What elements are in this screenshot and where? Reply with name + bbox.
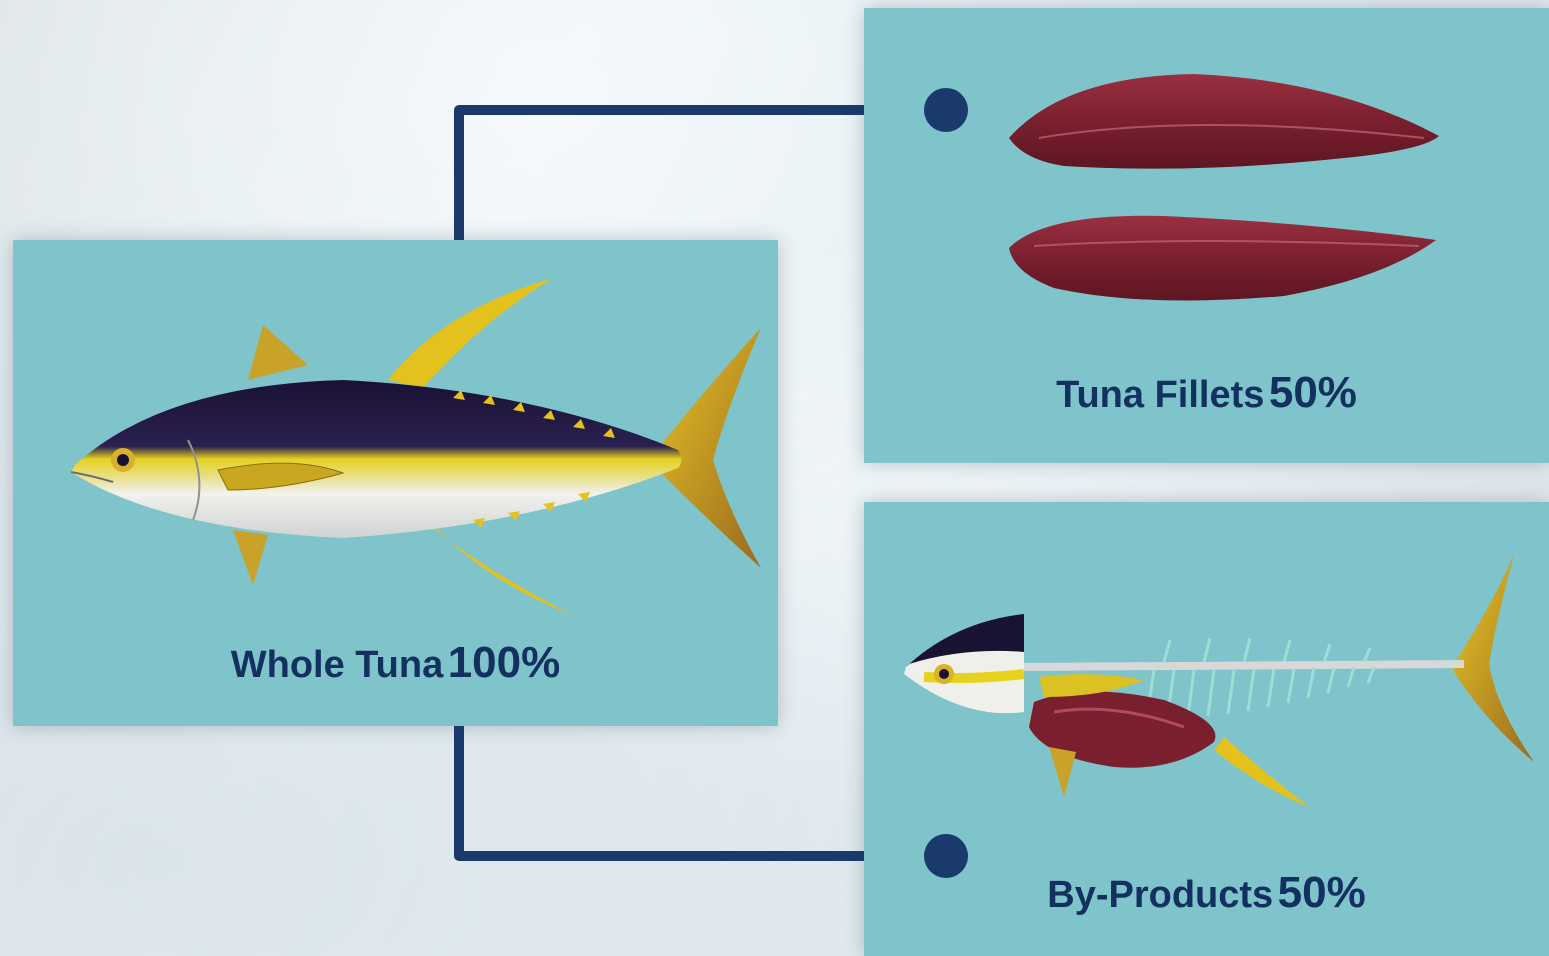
fillet-top: [1009, 74, 1439, 169]
tuna-fillets-card: Tuna Fillets 50%: [864, 8, 1549, 463]
by-products-label: By-Products 50%: [864, 868, 1549, 918]
fillet-bottom: [1009, 216, 1436, 301]
by-products-name: By-Products: [1047, 874, 1273, 916]
whole-tuna-percent: 100%: [448, 638, 561, 687]
tuna-fillets-percent: 50%: [1269, 368, 1357, 417]
by-products-percent: 50%: [1278, 868, 1366, 917]
tuna-fillets-name: Tuna Fillets: [1056, 374, 1264, 416]
whole-tuna-card: Whole Tuna 100%: [13, 240, 778, 726]
tuna-fillets-label: Tuna Fillets 50%: [864, 368, 1549, 418]
whole-tuna-label: Whole Tuna 100%: [13, 638, 778, 688]
whole-tuna-name: Whole Tuna: [231, 644, 444, 686]
by-products-card: By-Products 50%: [864, 502, 1549, 956]
